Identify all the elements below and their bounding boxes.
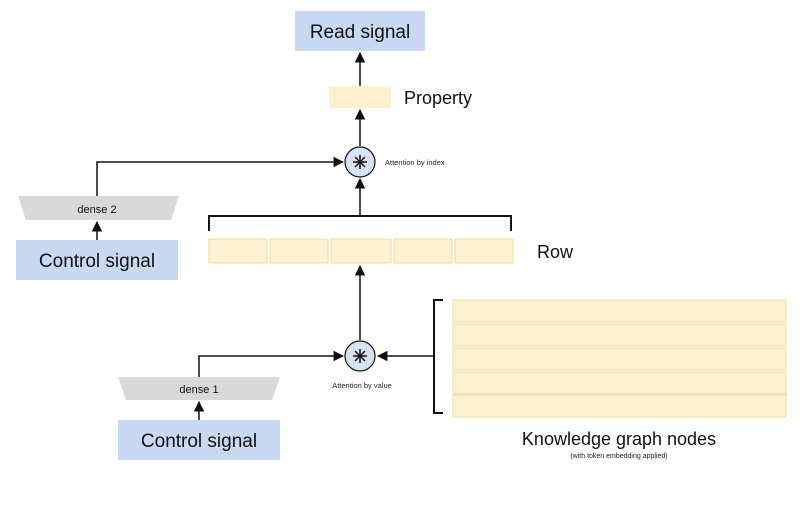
row-cells <box>208 238 514 264</box>
control-signal-bottom-label: Control signal <box>141 431 257 452</box>
dense-2-layer: dense 2 <box>18 196 179 220</box>
control-signal-bottom-box: Control signal <box>118 420 280 460</box>
kg-bracket <box>433 299 443 414</box>
control-signal-top-box: Control signal <box>16 240 178 280</box>
control-signal-top-label: Control signal <box>39 251 155 272</box>
kg-nodes-note: (with token embedding applied) <box>570 453 667 460</box>
dense-2-label: dense 2 <box>77 204 116 216</box>
read-signal-label: Read signal <box>310 22 410 43</box>
attention-by-index-label: Attention by index <box>385 158 445 167</box>
asterisk-icon <box>353 155 367 169</box>
arrow-dense2-to-index-attention <box>96 156 345 196</box>
arrow-dense1-to-value-attention <box>198 350 345 377</box>
row-bracket <box>208 215 512 231</box>
row-label: Row <box>537 242 574 262</box>
asterisk-icon <box>353 349 367 363</box>
dense-1-layer: dense 1 <box>118 377 280 400</box>
property-label: Property <box>404 88 472 108</box>
attention-by-index-node: Attention by index <box>344 146 445 178</box>
attention-by-value-node: Attention by value <box>332 340 392 390</box>
property-cell: Property <box>329 86 472 108</box>
kg-node-rows <box>452 299 787 418</box>
read-signal-box: Read signal <box>295 11 425 51</box>
dense-1-label: dense 1 <box>179 384 218 396</box>
attention-by-value-label: Attention by value <box>332 381 392 390</box>
kg-nodes-label: Knowledge graph nodes <box>522 429 716 449</box>
